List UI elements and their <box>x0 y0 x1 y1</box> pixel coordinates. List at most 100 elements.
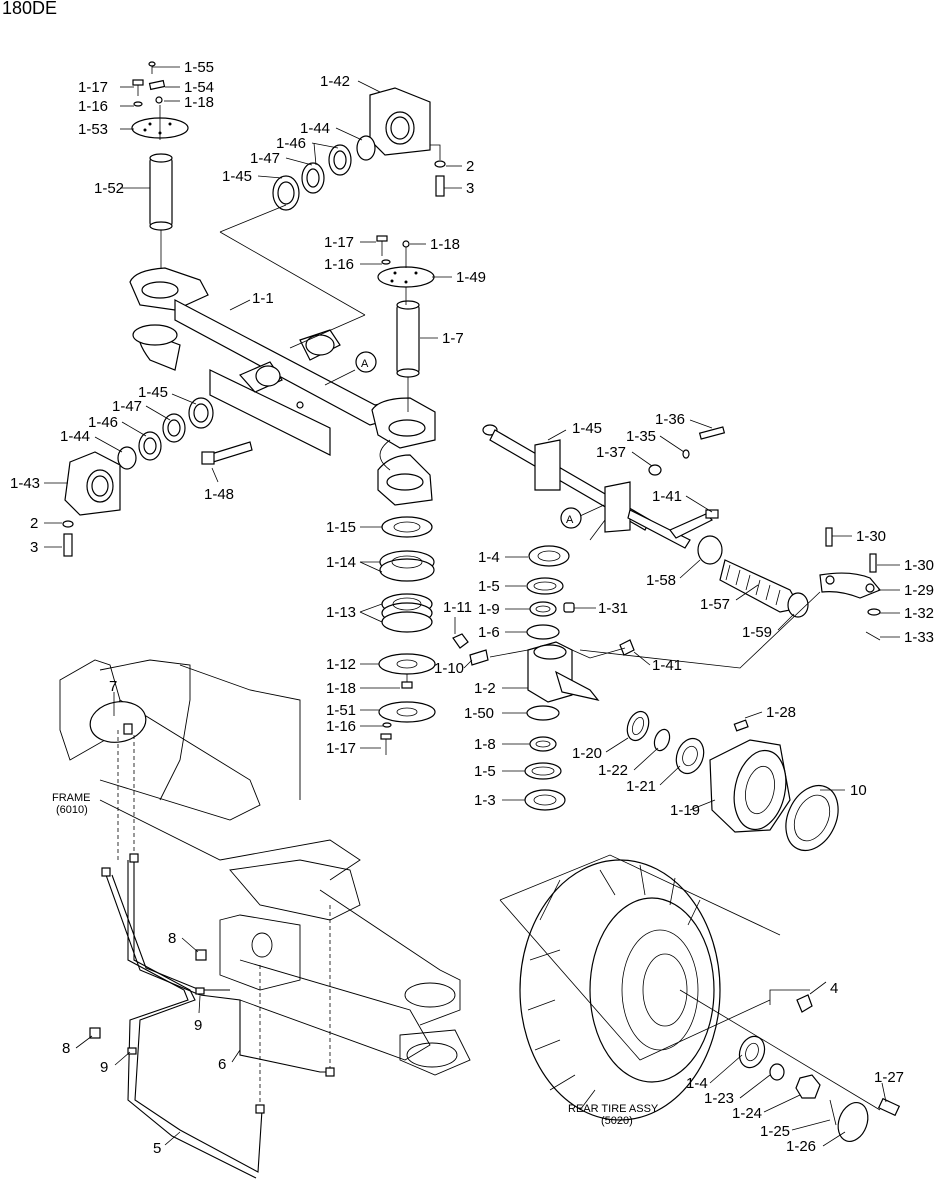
callout: 1-44 <box>300 120 330 137</box>
callout: 2 <box>466 158 474 175</box>
callout: 1-29 <box>904 582 934 599</box>
callout: 1-30 <box>904 557 934 574</box>
callout: 1-22 <box>598 762 628 779</box>
callout: 1-53 <box>78 121 108 138</box>
callout: 1-18 <box>326 680 356 697</box>
callout: 1-44 <box>60 428 90 445</box>
callout: 1-2 <box>474 680 496 697</box>
callout: 1-31 <box>598 600 628 617</box>
callout: 1-35 <box>626 428 656 445</box>
callout: 1-17 <box>78 79 108 96</box>
callout: 3 <box>466 180 474 197</box>
section-marker-a-label: A <box>361 358 369 370</box>
knuckle-bearing-stack <box>452 545 575 811</box>
section-marker-a-2 <box>560 507 582 529</box>
callout: 1-58 <box>646 572 676 589</box>
callout: 1-21 <box>626 778 656 795</box>
callout: 1-16 <box>78 98 108 115</box>
callout: 6 <box>218 1056 226 1073</box>
section-marker-a <box>355 351 377 373</box>
callout: 1-15 <box>326 519 356 536</box>
callout: 1-18 <box>430 236 460 253</box>
callout: 1-45 <box>572 420 602 437</box>
callout: 1-45 <box>138 384 168 401</box>
callout: 5 <box>153 1140 161 1157</box>
callout: 1-47 <box>112 398 142 415</box>
callout: 1-55 <box>184 59 214 76</box>
wheel-hub-1-19 <box>709 719 839 852</box>
callout: 1-16 <box>324 256 354 273</box>
axle-bracket-1-43 <box>62 397 253 557</box>
axle-end-parts <box>738 989 901 1142</box>
callout: 1-25 <box>760 1123 790 1140</box>
callout: 9 <box>194 1017 202 1034</box>
callout: 1-16 <box>326 718 356 735</box>
callout: 1-57 <box>700 596 730 613</box>
callout: 1-19 <box>670 802 700 819</box>
callout: 1-54 <box>184 79 214 96</box>
callout: 1-51 <box>326 702 356 719</box>
hub-seal-bearings <box>626 710 705 775</box>
callout: 1-45 <box>222 168 252 185</box>
tire-label: REAR TIRE ASSY <box>568 1103 659 1115</box>
axle-body-1-1 <box>129 267 436 506</box>
hydraulic-hoses <box>89 853 335 1179</box>
tie-rod-boot-1-57 <box>579 527 881 669</box>
callout: 1-46 <box>88 414 118 431</box>
callout: 1-27 <box>874 1069 904 1086</box>
model-title: 180DE <box>2 0 57 18</box>
callout: 3 <box>30 539 38 556</box>
callout: 1-6 <box>478 624 500 641</box>
callout: 1-7 <box>442 330 464 347</box>
steering-knuckle-1-2 <box>469 639 635 703</box>
callout: 1-50 <box>464 705 494 722</box>
callout: 1-4 <box>478 549 500 566</box>
rear-tire <box>499 854 881 1121</box>
callout: 4 <box>830 980 838 997</box>
callout: 1-17 <box>326 740 356 757</box>
callout: 1-52 <box>94 180 124 197</box>
callout: 1-42 <box>320 73 350 90</box>
callout: 1-24 <box>732 1105 762 1122</box>
callout: 1-4 <box>686 1075 708 1092</box>
callout: 1-14 <box>326 554 356 571</box>
callout: 1-43 <box>10 475 40 492</box>
callout: 1-33 <box>904 629 934 646</box>
callout: 1-3 <box>474 792 496 809</box>
frame-label-code: (6010) <box>56 804 88 816</box>
axle-bracket-1-42 <box>219 87 446 349</box>
callout: 9 <box>100 1059 108 1076</box>
callout: 1-46 <box>276 135 306 152</box>
callout: 1-5 <box>478 578 500 595</box>
callout: 1-30 <box>856 528 886 545</box>
callout: 1-17 <box>324 234 354 251</box>
callout: 1-1 <box>252 290 274 307</box>
callout: 1-20 <box>572 745 602 762</box>
callout: 1-49 <box>456 269 486 286</box>
callout: 1-12 <box>326 656 356 673</box>
callout: 1-10 <box>434 660 464 677</box>
king-pin-1-7 <box>396 300 420 412</box>
frame-label: FRAME <box>52 792 91 804</box>
callout: 10 <box>850 782 867 799</box>
pin-bearing-stack <box>378 516 436 755</box>
pin-plate-1-49 <box>376 235 435 305</box>
callout: 1-37 <box>596 444 626 461</box>
king-pin-top-assembly <box>131 61 189 275</box>
callout: 1-13 <box>326 604 356 621</box>
callout: 1-9 <box>478 601 500 618</box>
callout: 2 <box>30 515 38 532</box>
callout: 1-26 <box>786 1138 816 1155</box>
callout: 1-8 <box>474 736 496 753</box>
callout: 1-36 <box>655 411 685 428</box>
callout: 1-41 <box>652 488 682 505</box>
callout: 8 <box>168 930 176 947</box>
callout: 1-28 <box>766 704 796 721</box>
callout: 1-48 <box>204 486 234 503</box>
callout: 1-47 <box>250 150 280 167</box>
callout: 1-32 <box>904 605 934 622</box>
steering-cylinder-1-45 <box>482 424 726 549</box>
callout: 1-23 <box>704 1090 734 1107</box>
callouts: A A 1-55 1-17 1-54 1-16 1-18 1-53 1-52 1… <box>10 59 934 1157</box>
callout: 1-5 <box>474 763 496 780</box>
